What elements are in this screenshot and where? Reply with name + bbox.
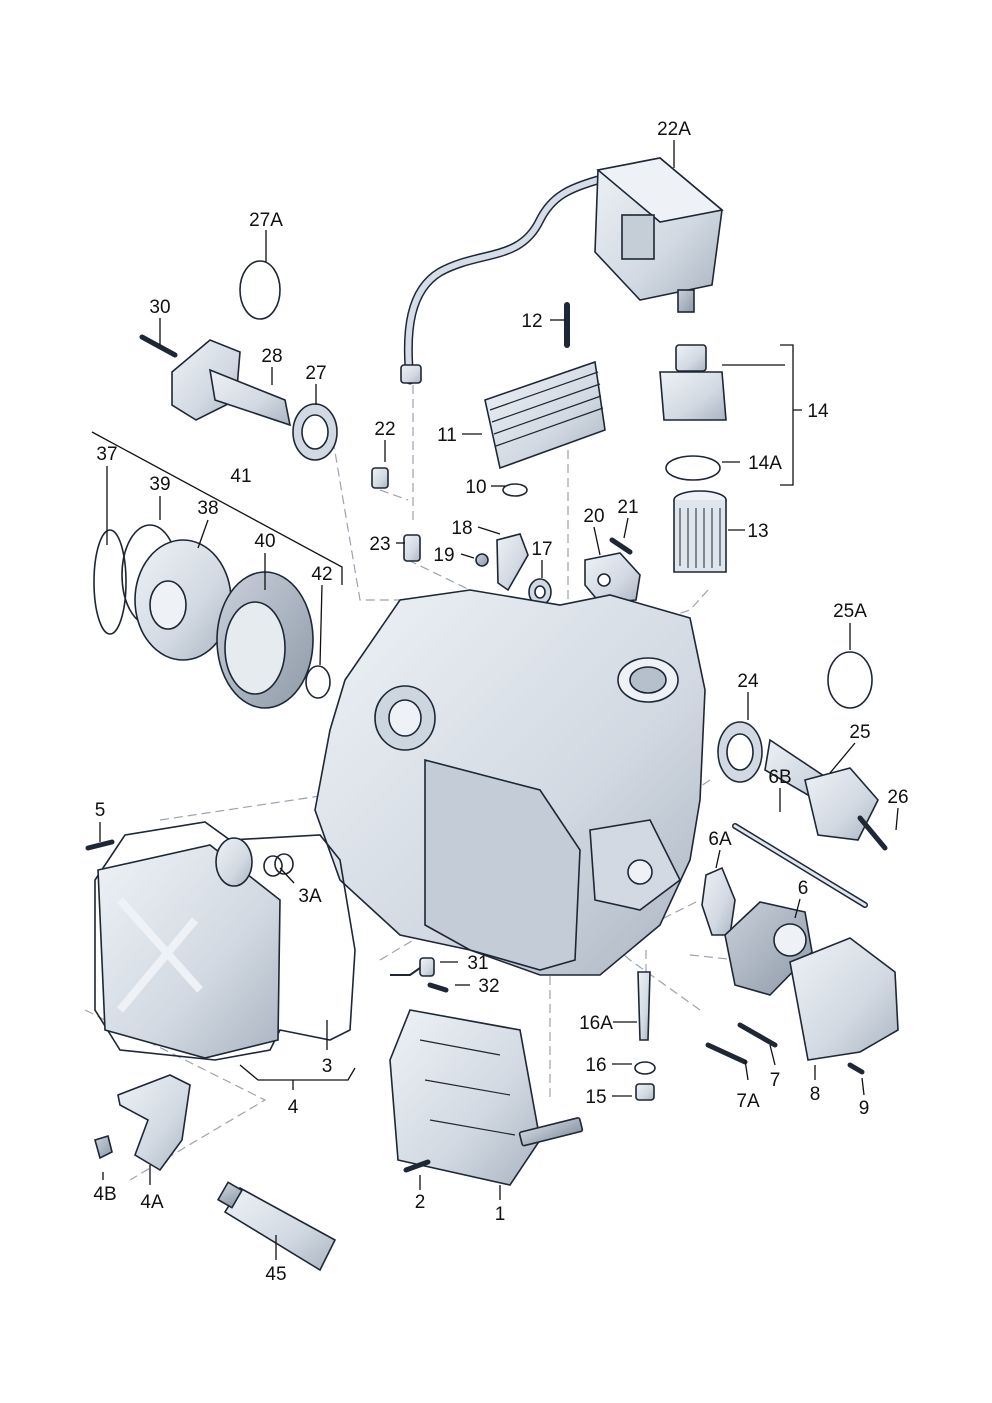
callout-31: 31 [467, 953, 488, 974]
callout-18: 18 [451, 518, 472, 539]
callout-5: 5 [95, 800, 106, 821]
callout-4: 4 [288, 1097, 299, 1118]
plug-22-sleeve-23 [371, 467, 421, 562]
callout-17: 17 [531, 539, 552, 560]
callout-45: 45 [265, 1264, 286, 1285]
callout-42: 42 [311, 564, 332, 585]
drain-plug-set [634, 971, 656, 1101]
callout-38: 38 [197, 498, 218, 519]
callout-6B: 6B [768, 767, 791, 788]
mechatronic-unit-1 [389, 1009, 584, 1186]
callout-16A: 16A [579, 1013, 613, 1034]
callout-21: 21 [617, 497, 638, 518]
callout-25A: 25A [833, 601, 867, 622]
sensors-31-32 [390, 957, 449, 993]
callout-30: 30 [149, 297, 170, 318]
cover-assembly-4 [85, 821, 356, 1061]
callout-12: 12 [521, 311, 542, 332]
callout-40: 40 [254, 531, 275, 552]
callout-28: 28 [261, 346, 282, 367]
callout-13: 13 [747, 521, 768, 542]
callout-8: 8 [810, 1084, 821, 1105]
bracket-4A [94, 1074, 191, 1172]
flange-assembly-right [717, 651, 888, 851]
control-unit-22A [400, 157, 724, 385]
callout-3A: 3A [298, 886, 322, 907]
oil-cooler-11 [484, 302, 606, 497]
bracket-20 [584, 537, 641, 604]
callout-22: 22 [374, 419, 395, 440]
callout-24: 24 [737, 671, 759, 692]
oil-filter-housing-14 [659, 344, 727, 573]
callout-41: 41 [230, 466, 251, 487]
callout-15: 15 [585, 1087, 606, 1108]
callout-27A: 27A [249, 210, 283, 231]
callout-39: 39 [149, 474, 170, 495]
callout-25: 25 [849, 722, 870, 743]
callout-9: 9 [859, 1098, 870, 1119]
pump-assembly-6 [701, 823, 899, 1075]
flange-assembly-left [139, 260, 338, 461]
callout-6: 6 [798, 878, 809, 899]
callout-7: 7 [770, 1070, 781, 1091]
callout-23: 23 [369, 534, 390, 555]
callout-1: 1 [495, 1204, 506, 1225]
callout-7A: 7A [736, 1091, 760, 1112]
callout-20: 20 [583, 506, 604, 527]
callout-19: 19 [433, 545, 454, 566]
callout-14A: 14A [748, 453, 782, 474]
clutch-pack-41 [93, 524, 331, 709]
callout-10: 10 [465, 477, 486, 498]
callout-37: 37 [96, 444, 117, 465]
callout-4B: 4B [93, 1184, 116, 1205]
callout-22A: 22A [657, 119, 691, 140]
callout-16: 16 [585, 1055, 606, 1076]
callout-27: 27 [305, 363, 326, 384]
bracket-18-19-17 [475, 533, 552, 606]
sealant-tube-45 [216, 1181, 337, 1272]
transmission-housing [314, 589, 706, 976]
callout-26: 26 [887, 787, 908, 808]
callout-32: 32 [478, 976, 499, 997]
callout-14: 14 [807, 401, 829, 422]
callout-2: 2 [415, 1192, 426, 1213]
callout-11: 11 [437, 425, 457, 446]
leader-lines [91, 140, 899, 1260]
callout-3: 3 [322, 1056, 333, 1077]
callout-6A: 6A [708, 829, 732, 850]
callout-4A: 4A [140, 1192, 164, 1213]
callout-labels: 22A 27A 30 28 27 12 11 10 22 23 18 19 17… [93, 119, 908, 1285]
